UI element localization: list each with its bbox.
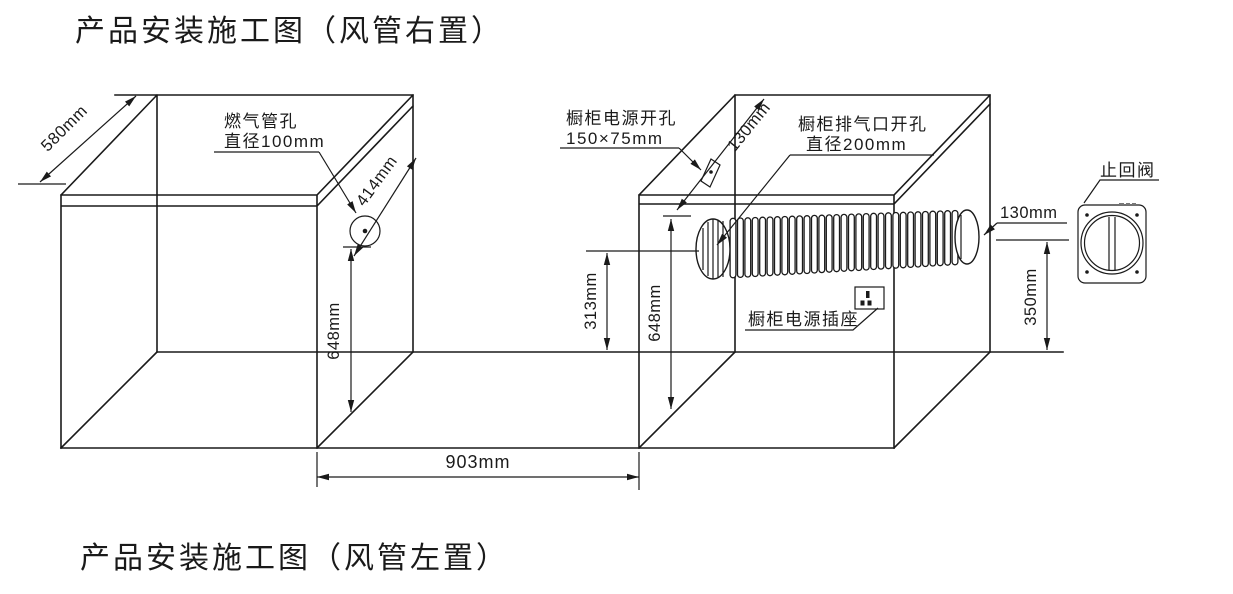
power-cutout-center-dot [709, 170, 713, 174]
duct-right-endcap [954, 209, 980, 265]
dimension-vent-height-648-right: 648mm [646, 215, 691, 409]
power-socket-label: 橱柜电源插座 [745, 307, 879, 331]
dimension-duct-protrusion-130: 130mm [983, 204, 1067, 236]
check-valve [1077, 203, 1147, 284]
dimension-hole-offset-414: 414mm [353, 152, 417, 257]
gas-hole-center-dot [362, 228, 368, 234]
power-cutout-label-line1: 橱柜电源开孔 [566, 109, 677, 128]
dimension-duct-height-350: 350mm [996, 239, 1069, 350]
depth-dim-text: 580mm [38, 102, 91, 155]
duct-center-dim-text: 313mm [582, 272, 600, 330]
vent-cutout-label-line1: 橱柜排气口开孔 [798, 115, 928, 134]
gas-hole-label-line2: 直径100mm [224, 132, 325, 151]
duct-protrusion-text: 130mm [1000, 204, 1058, 222]
title-duct-left: 产品安装施工图（风管左置） [80, 542, 509, 575]
gas-pipe-hole [349, 215, 381, 247]
power-cutout-label: 橱柜电源开孔 150×75mm [560, 109, 702, 171]
dimension-gap-903: 903mm [316, 452, 640, 490]
title-duct-right: 产品安装施工图（风管右置） [75, 15, 504, 48]
duct-height-dim-text: 350mm [1022, 268, 1040, 326]
dimension-duct-center-313: 313mm [582, 250, 699, 350]
power-cutout [700, 158, 721, 188]
duct-ridges [729, 209, 959, 279]
dimension-depth-580: 580mm [18, 95, 137, 185]
countertop-lines [60, 351, 1064, 449]
vent-cutout-label-line2: 直径200mm [806, 135, 907, 154]
power-socket-icon [854, 286, 885, 310]
check-valve-label: 止回阀 [1083, 161, 1159, 204]
valve-flap-bar [1108, 217, 1116, 270]
gas-hole-label-line1: 燃气管孔 [224, 112, 298, 131]
gas-hole-label: 燃气管孔 直径100mm [214, 112, 357, 214]
dimension-hole-height-648-left: 648mm [325, 246, 371, 412]
exhaust-duct [695, 209, 980, 280]
vent-height-dim-text: 648mm [646, 284, 664, 342]
power-socket-label-text: 橱柜电源插座 [748, 310, 859, 329]
gap-dim-text: 903mm [445, 452, 510, 472]
hole-height-dim-text: 648mm [325, 302, 343, 360]
check-valve-label-text: 止回阀 [1100, 161, 1156, 180]
duct-endcap-hatch [702, 219, 724, 279]
vent-cutout-label: 橱柜排气口开孔 直径200mm [716, 115, 934, 246]
power-cutout-label-line2: 150×75mm [566, 129, 664, 148]
power-cutout-offset-text: 130mm [724, 99, 774, 155]
